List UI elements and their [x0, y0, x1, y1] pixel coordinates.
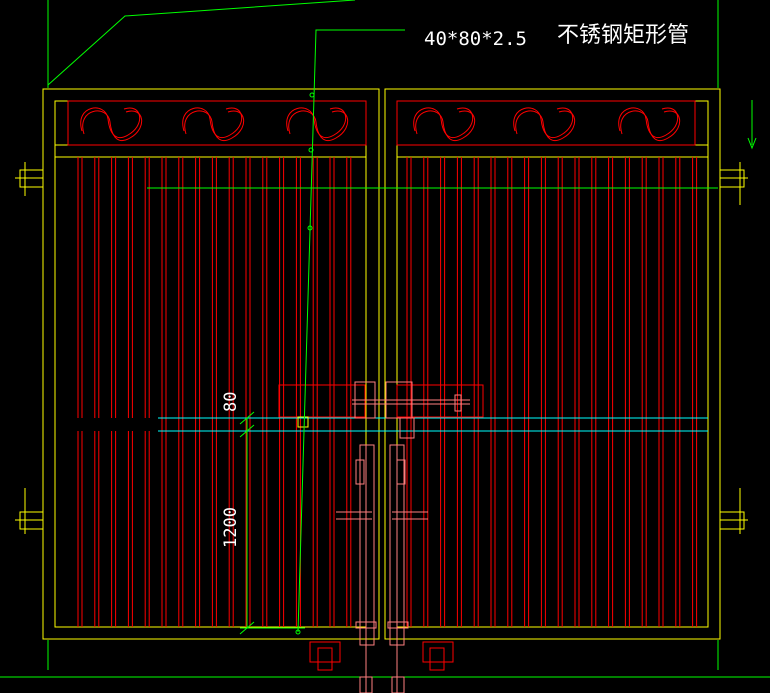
dimension-1200: 1200 [221, 507, 241, 548]
scroll-ornament [288, 110, 348, 142]
dimension-80: 80 [221, 392, 241, 412]
right-scroll-ornaments [413, 107, 680, 142]
scroll-ornament [620, 110, 680, 142]
left-gate-leaf [42, 88, 380, 640]
scroll-ornament [415, 110, 475, 142]
spec-leader [295, 29, 405, 635]
dimension-line [239, 411, 305, 635]
right-gate-leaf [384, 88, 721, 640]
lock-hardware [278, 381, 484, 693]
section-hatch [72, 418, 158, 431]
lock-marker[interactable] [297, 416, 309, 428]
posts [359, 676, 405, 693]
right-scroll-panel [396, 100, 696, 146]
top-leader [47, 0, 757, 670]
casters [309, 641, 454, 671]
right-bars [406, 157, 698, 627]
hinges [15, 162, 748, 534]
right-leaf-frame-outer [384, 88, 721, 640]
scroll-ornament [82, 110, 142, 142]
scroll-ornament [515, 110, 575, 142]
right-leaf-frame-inner [396, 100, 709, 628]
left-leaf-frame-outer [42, 88, 380, 640]
mid-rail [158, 417, 708, 432]
spec-label: 40*80*2.5 [424, 28, 527, 50]
left-scroll-ornaments [80, 107, 348, 142]
left-scroll-panel [67, 100, 367, 146]
left-leaf-frame-inner [54, 100, 367, 628]
material-label: 不锈钢矩形管 [557, 23, 689, 48]
scroll-ornament [184, 110, 244, 142]
